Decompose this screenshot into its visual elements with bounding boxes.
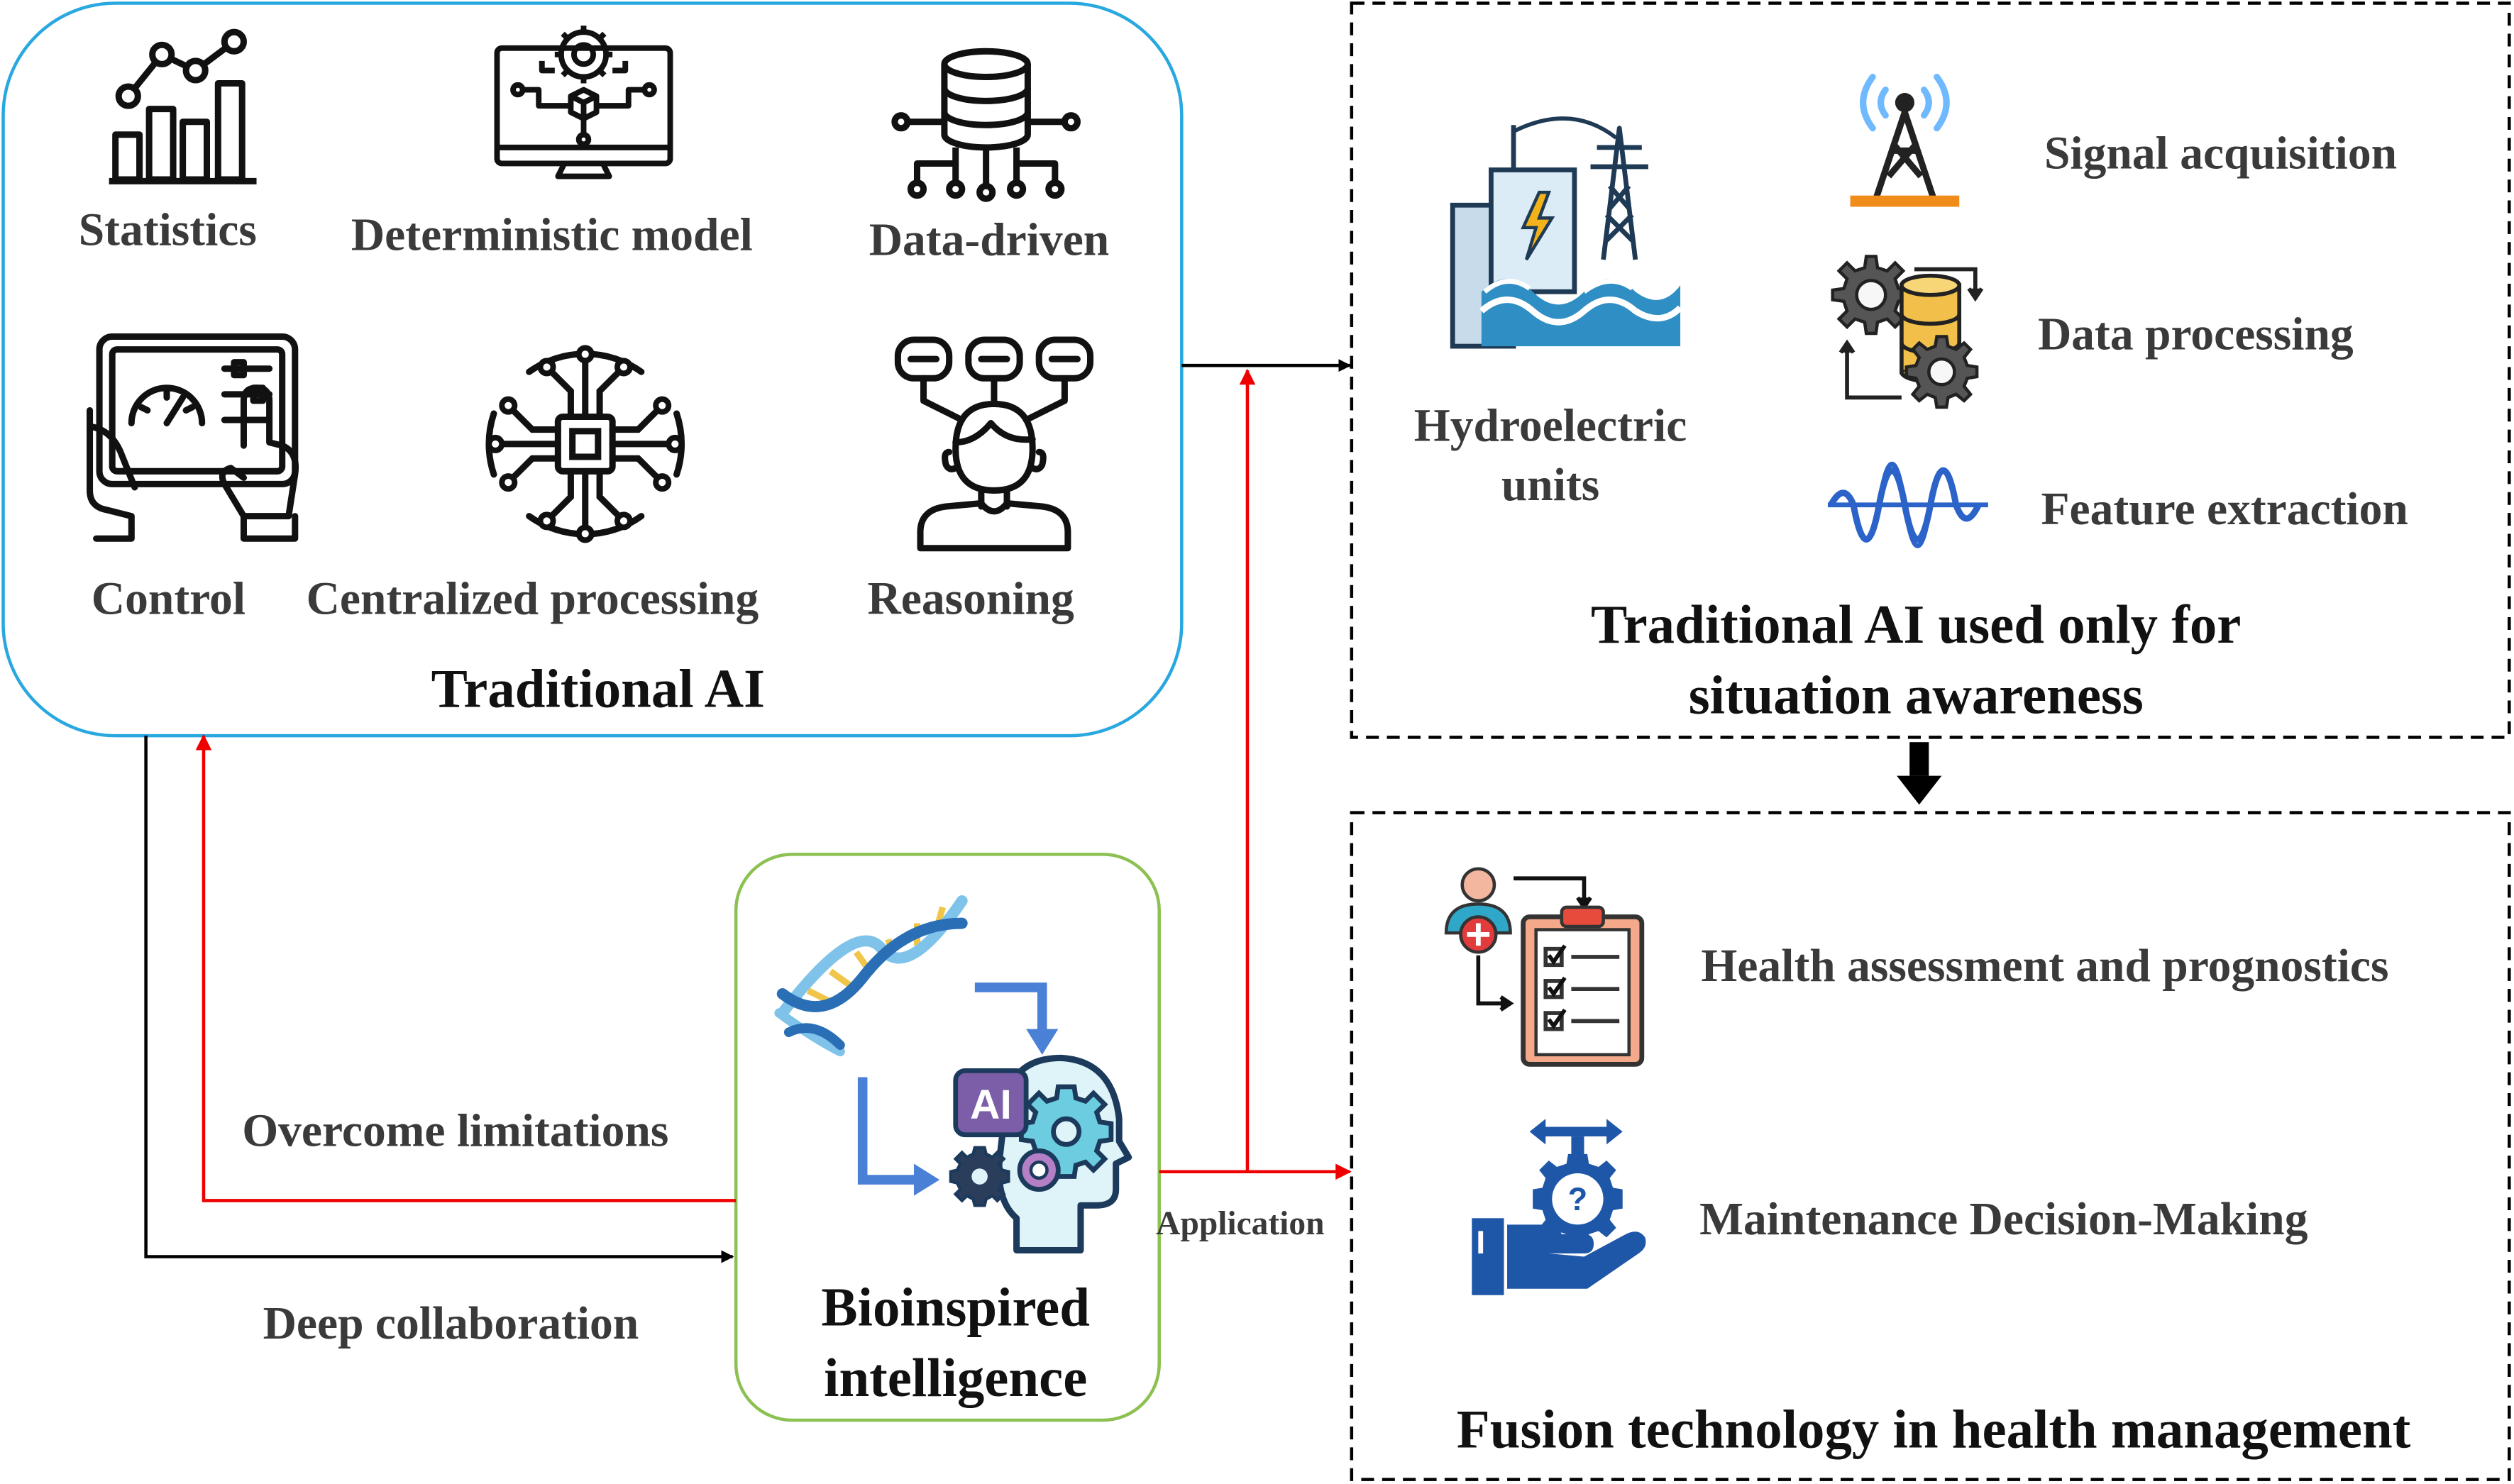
label-reasoning: Reasoning	[867, 573, 1074, 626]
label-hydroelectric-line2: units	[1501, 460, 1600, 511]
gear-database-icon	[1824, 253, 1988, 414]
label-deep-collaboration: Deep collaboration	[263, 1298, 639, 1350]
ai-badge-text: AI	[970, 1082, 1012, 1128]
circuit-chip-icon	[481, 343, 690, 546]
label-data-processing: Data processing	[2037, 309, 2354, 361]
label-application: Application	[1156, 1203, 1325, 1243]
arrow-down-thick	[1897, 742, 1942, 805]
hydro-plant-icon	[1443, 112, 1684, 353]
label-maintenance-decision: Maintenance Decision-Making	[1699, 1194, 2308, 1246]
bio-title-line2: intelligence	[824, 1349, 1088, 1410]
label-deterministic-model: Deterministic model	[351, 210, 753, 262]
maintenance-hand-icon: ?	[1465, 1119, 1655, 1298]
database-network-icon	[891, 48, 1081, 202]
label-feature-extraction: Feature extraction	[2041, 484, 2408, 536]
label-control: Control	[91, 573, 246, 626]
arrow-deep-collaboration	[144, 736, 734, 1263]
touchscreen-gauge-icon	[83, 330, 301, 545]
label-signal-acquisition: Signal acquisition	[2044, 128, 2398, 180]
dna-ai-head-icon: AI	[774, 885, 1132, 1254]
bar-line-chart-icon	[106, 28, 260, 186]
health-clipboard-icon	[1437, 865, 1648, 1068]
label-hydroelectric-line1: Hydroelectric	[1413, 400, 1687, 453]
awareness-title-line2: situation awareness	[1688, 666, 2144, 726]
label-centralized-processing: Centralized processing	[306, 573, 759, 626]
monitor-circuit-icon	[490, 19, 676, 179]
label-data-driven: Data-driven	[869, 214, 1110, 267]
fusion-title: Fusion technology in health management	[1456, 1400, 2411, 1461]
signal-tower-icon	[1841, 61, 1969, 211]
bio-title-line1: Bioinspired	[821, 1279, 1091, 1339]
awareness-title-line1: Traditional AI used only for	[1591, 596, 2242, 656]
label-statistics: Statistics	[78, 205, 257, 257]
traditional-ai-title: Traditional AI	[431, 660, 765, 720]
person-thought-icon	[891, 333, 1096, 552]
label-overcome-limitations: Overcome limitations	[242, 1106, 669, 1158]
svg-text:?: ?	[1568, 1181, 1588, 1217]
label-health-assessment: Health assessment and prognostics	[1701, 941, 2389, 992]
sine-wave-icon	[1824, 433, 1991, 577]
